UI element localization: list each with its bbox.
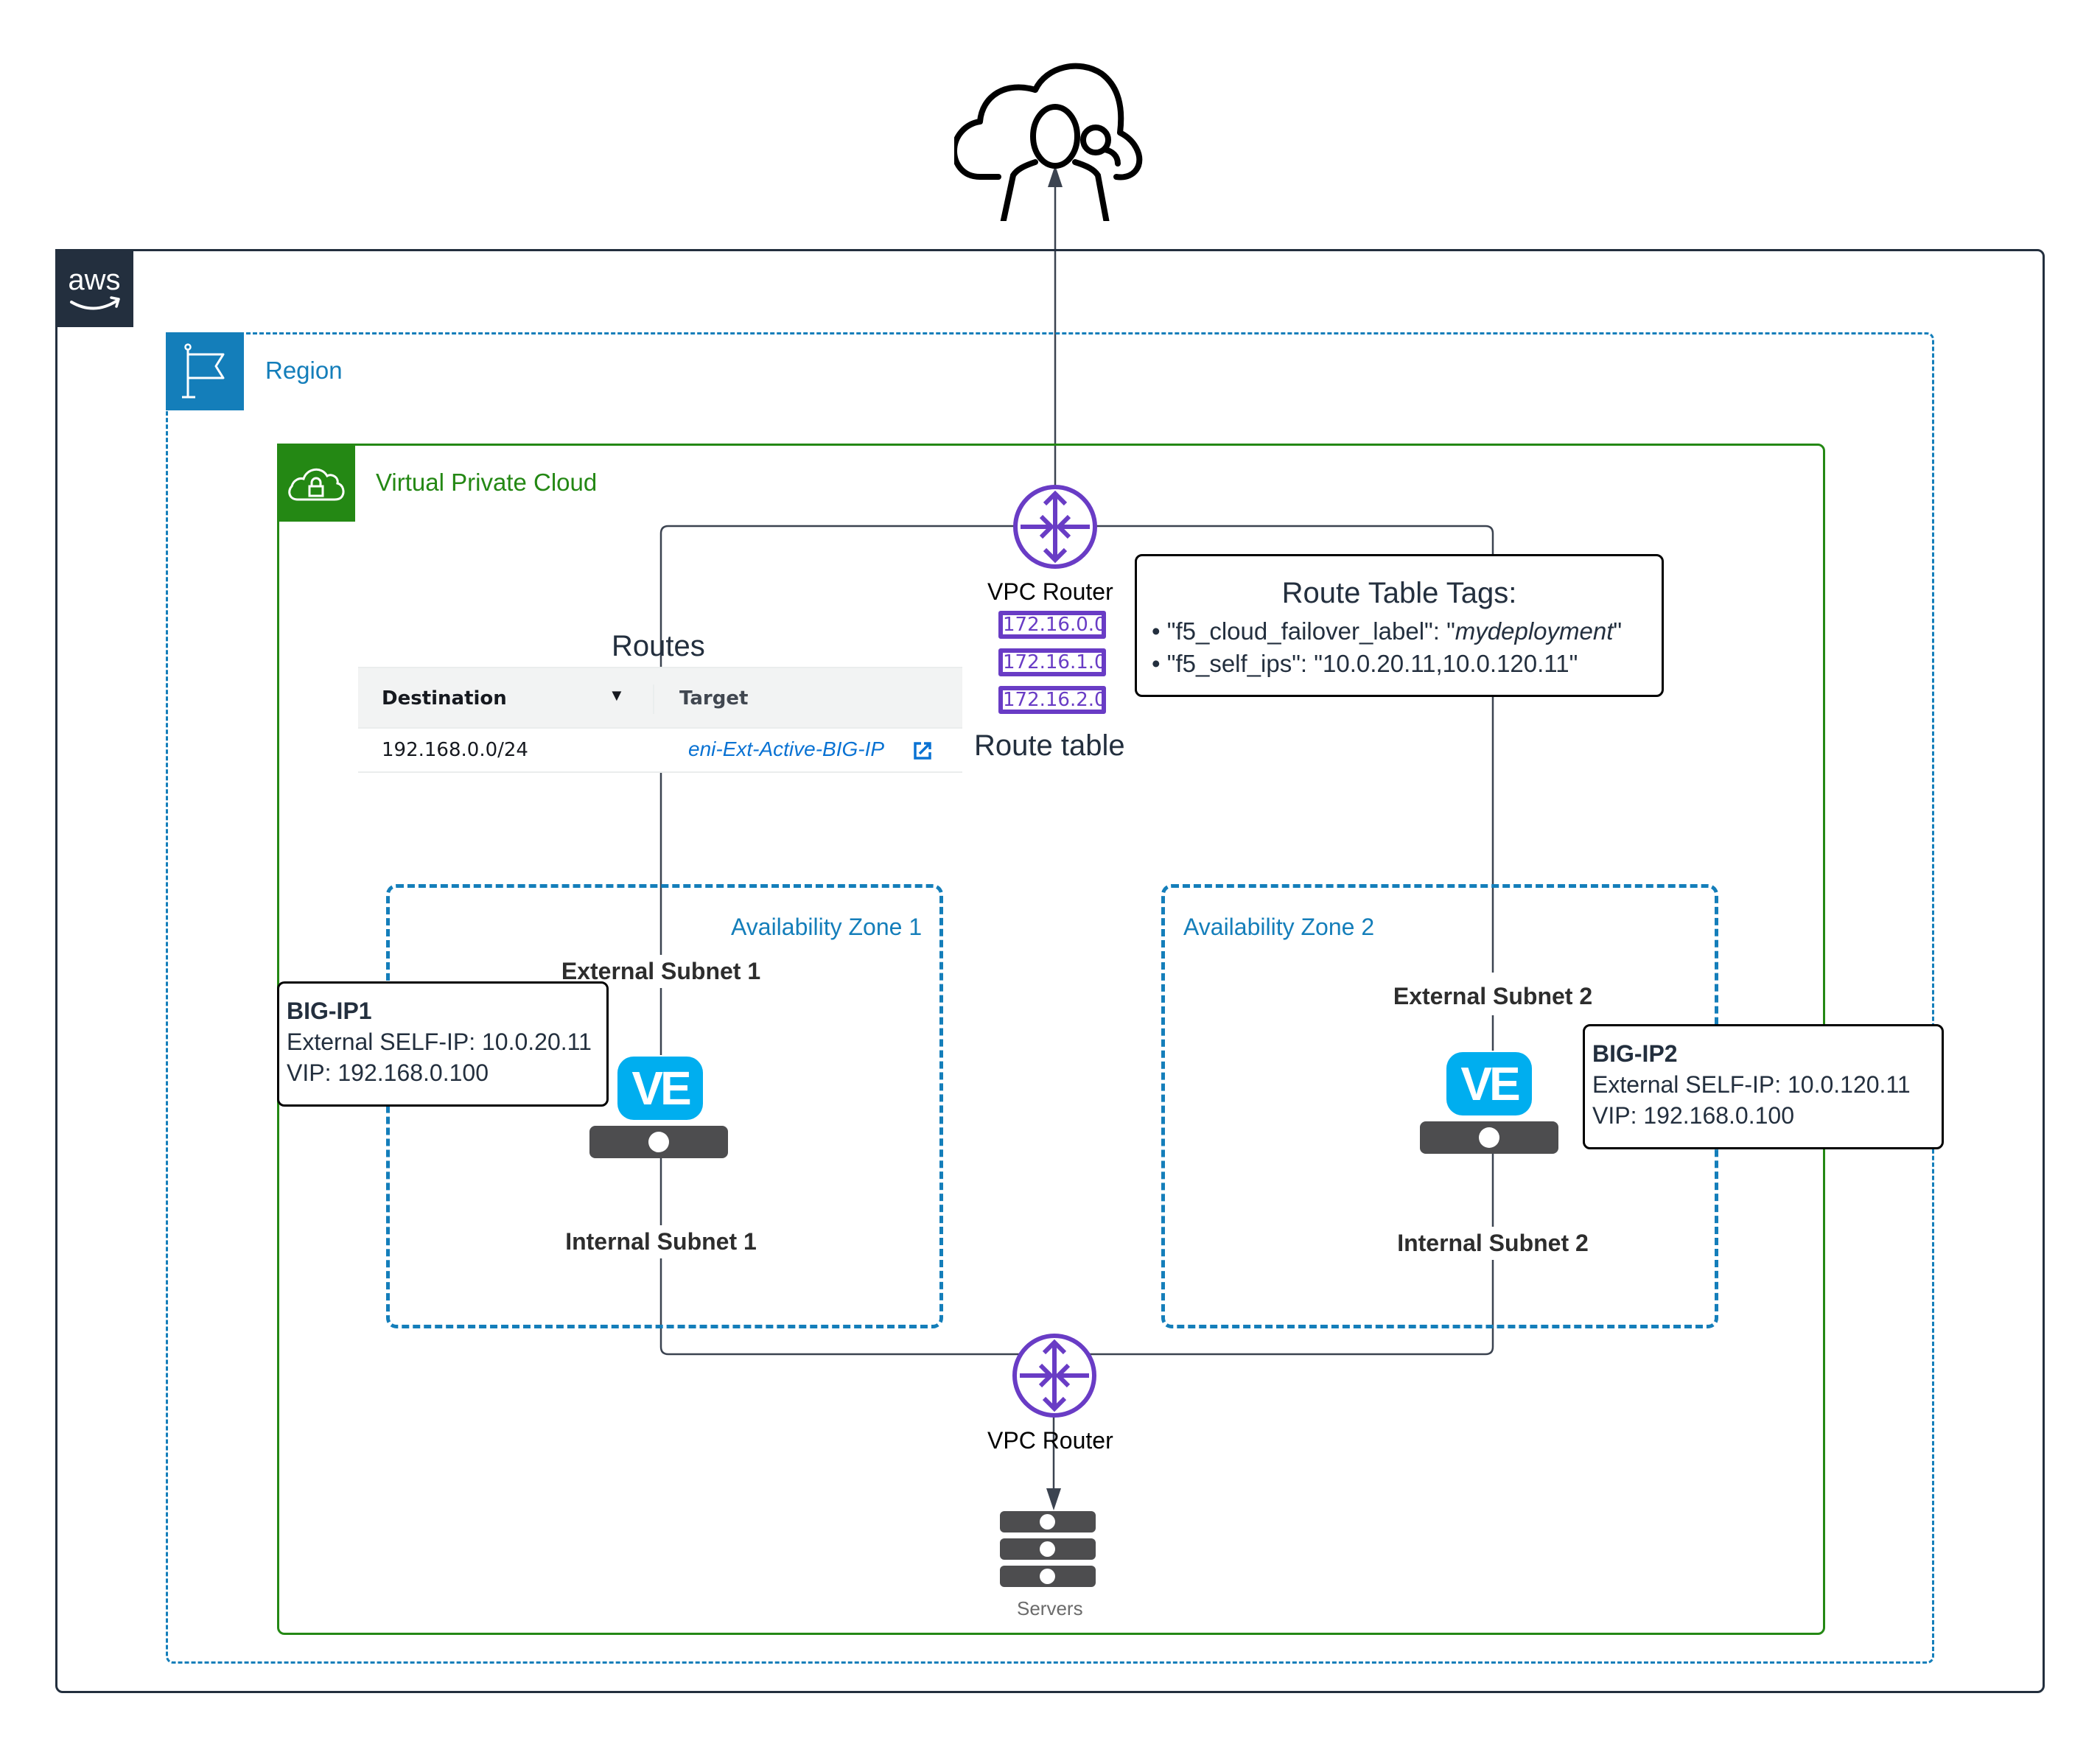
column-divider[interactable]: [653, 684, 654, 714]
tag-key: "f5_cloud_failover_label": ": [1166, 617, 1455, 645]
region-flag-icon-tile: [166, 332, 244, 410]
external-subnet-1-label: External Subnet 1: [556, 955, 766, 988]
aws-cloud-group: [55, 249, 2045, 1693]
routes-title: Routes: [612, 630, 705, 662]
vpc-router-top-label: VPC Router: [987, 578, 1113, 605]
route-table-entry: 172.16.2.0: [998, 686, 1107, 714]
bigip-ve-icon: VE: [617, 1057, 703, 1120]
aws-logo-icon: aws: [68, 264, 121, 310]
route-destination: 192.168.0.0/24: [382, 739, 528, 761]
vpc-router-bottom-icon: [1012, 1334, 1096, 1418]
route-table-entry: 172.16.1.0: [998, 648, 1107, 676]
bigip2-vip: VIP: 192.168.0.100: [1592, 1102, 1794, 1129]
bullet-icon: •: [1152, 650, 1167, 677]
route-target-link[interactable]: eni-Ext-Active-BIG-IP: [688, 738, 885, 760]
routes-table: Destination ▼ Target 192.168.0.0/24 eni-…: [358, 667, 962, 773]
bigip2-title: BIG-IP2: [1592, 1040, 1678, 1067]
internal-subnet-2-label: Internal Subnet 2: [1393, 1227, 1593, 1260]
tag-value: 10.0.20.11,10.0.120.11: [1322, 650, 1569, 677]
region-group: [166, 332, 1934, 1664]
bigip-ve-icon: VE: [1446, 1052, 1532, 1115]
server-icon: [1000, 1566, 1096, 1587]
external-link-icon[interactable]: [912, 740, 933, 761]
flag-icon: [182, 343, 225, 399]
tag-key: "f5_self_ips": ": [1166, 650, 1323, 677]
appliance-base-icon: [1420, 1121, 1558, 1154]
vpc-router-top-icon: [1013, 485, 1097, 569]
routes-table-header: Destination ▼ Target: [358, 668, 962, 729]
cloud-lock-icon: [288, 468, 345, 501]
tag-value: mydeployment: [1455, 617, 1614, 645]
appliance-base-icon: [589, 1126, 728, 1158]
external-subnet-2-label: External Subnet 2: [1388, 980, 1597, 1013]
bullet-icon: •: [1152, 617, 1167, 645]
column-header-target[interactable]: Target: [679, 687, 749, 710]
server-icon: [1000, 1511, 1096, 1532]
aws-logo-text: aws: [68, 264, 120, 296]
tag-suffix: ": [1613, 617, 1623, 645]
internal-subnet-1-label: Internal Subnet 1: [561, 1225, 761, 1258]
route-table-tags-list: • "f5_cloud_failover_label": "mydeployme…: [1152, 615, 1622, 680]
bigip1-info-box: BIG-IP1 External SELF-IP: 10.0.20.11 VIP…: [277, 981, 609, 1107]
tag-item: • "f5_self_ips": "10.0.20.11,10.0.120.11…: [1152, 648, 1622, 680]
sort-descending-icon[interactable]: ▼: [609, 686, 625, 704]
route-table-tags-title: Route Table Tags:: [1281, 577, 1517, 609]
vpc-router-bottom-label: VPC Router: [987, 1427, 1113, 1454]
bigip1-title: BIG-IP1: [287, 998, 372, 1024]
route-table-tags-box: Route Table Tags: • "f5_cloud_failover_l…: [1135, 554, 1664, 697]
table-row: 192.168.0.0/24 eni-Ext-Active-BIG-IP: [358, 729, 962, 773]
route-table-entry: 172.16.0.0: [998, 611, 1107, 639]
region-label: Region: [265, 357, 343, 384]
bigip1-self-ip: External SELF-IP: 10.0.20.11: [287, 1029, 592, 1055]
cloud-user-search-icon: [954, 63, 1143, 221]
vpc-lock-icon-tile: [277, 444, 355, 522]
tag-item: • "f5_cloud_failover_label": "mydeployme…: [1152, 615, 1622, 648]
column-header-destination[interactable]: Destination: [382, 687, 507, 710]
servers-label: Servers: [1017, 1597, 1083, 1619]
availability-zone-2-label: Availability Zone 2: [1183, 914, 1375, 940]
bigip1-vip: VIP: 192.168.0.100: [287, 1059, 489, 1086]
route-table-label: Route table: [974, 729, 1125, 762]
bigip2-info-box: BIG-IP2 External SELF-IP: 10.0.120.11 VI…: [1583, 1024, 1944, 1149]
bigip2-self-ip: External SELF-IP: 10.0.120.11: [1592, 1071, 1911, 1098]
server-icon: [1000, 1538, 1096, 1560]
tag-suffix: ": [1569, 650, 1578, 677]
availability-zone-1-label: Availability Zone 1: [731, 914, 923, 940]
aws-logo: aws: [55, 249, 133, 327]
vpc-label: Virtual Private Cloud: [376, 469, 598, 496]
